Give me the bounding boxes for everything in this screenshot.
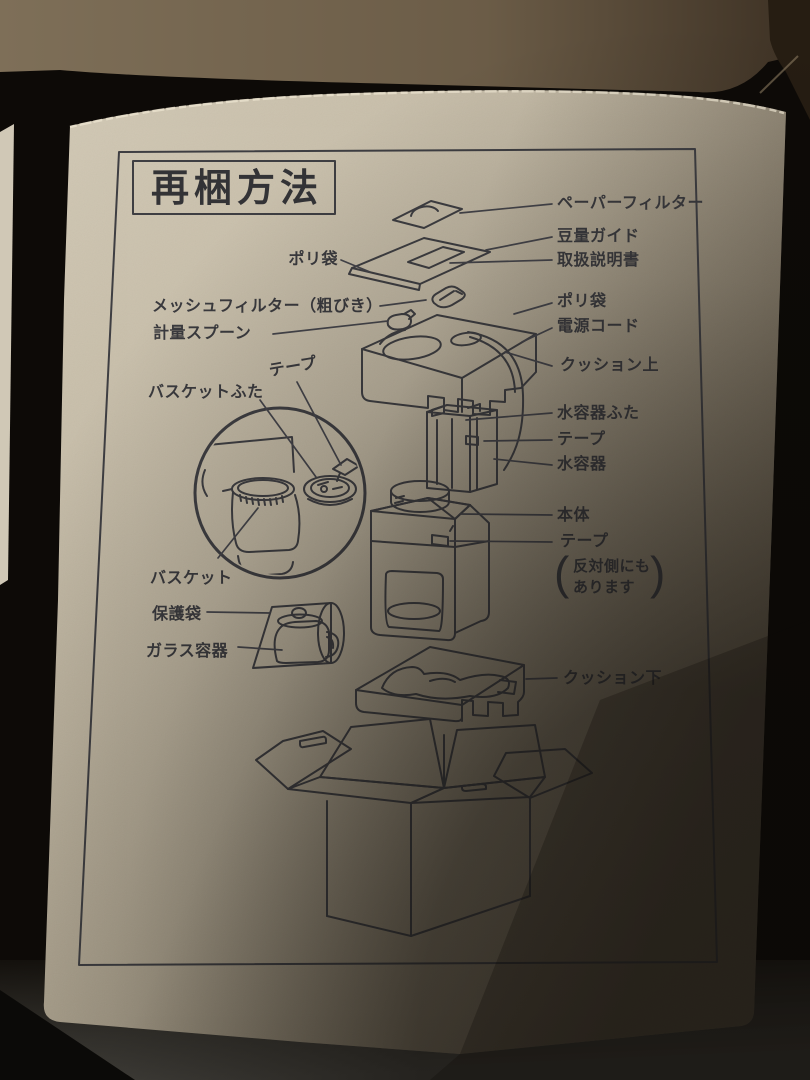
bottom-right-shadow	[430, 620, 810, 1080]
